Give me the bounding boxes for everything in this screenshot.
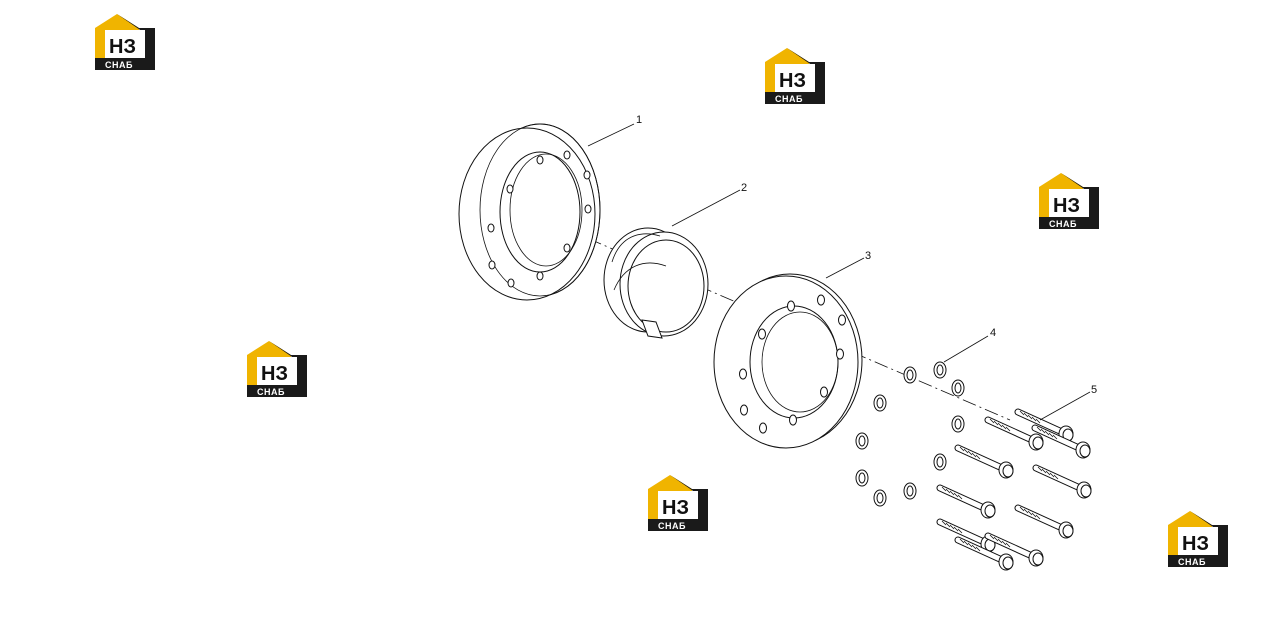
part-2-split-bushing: [603, 227, 709, 339]
watermark-logo: НЗ СНАБ: [648, 475, 708, 531]
svg-text:НЗ: НЗ: [779, 70, 806, 92]
callout-2: 2: [741, 182, 747, 194]
leader-lines: [587, 123, 1091, 421]
part-3-inner-flange-ring: [713, 273, 863, 449]
callout-3: 3: [865, 250, 871, 262]
part-5-bolts: [940, 411, 1091, 570]
watermark-logo: НЗ СНАБ: [1168, 511, 1228, 567]
svg-text:НЗ: НЗ: [662, 497, 689, 519]
svg-text:СНАБ: СНАБ: [257, 387, 285, 397]
part-1-outer-flange-ring: [458, 123, 601, 301]
watermark-logo: НЗ СНАБ: [765, 48, 825, 104]
svg-text:СНАБ: СНАБ: [1178, 557, 1206, 567]
svg-text:СНАБ: СНАБ: [105, 60, 133, 70]
part-4-washers: [855, 361, 965, 507]
svg-text:НЗ: НЗ: [1182, 533, 1209, 555]
callout-1: 1: [636, 114, 642, 126]
svg-text:СНАБ: СНАБ: [658, 521, 686, 531]
callout-5: 5: [1091, 384, 1097, 396]
callout-4: 4: [990, 327, 996, 339]
svg-text:НЗ: НЗ: [109, 36, 136, 58]
watermark-logo: НЗ СНАБ: [1039, 173, 1099, 229]
svg-text:НЗ: НЗ: [261, 363, 288, 385]
svg-text:СНАБ: СНАБ: [1049, 219, 1077, 229]
watermark-logo: НЗ СНАБ: [247, 341, 307, 397]
watermark-logo: НЗ СНАБ: [95, 14, 155, 70]
svg-text:СНАБ: СНАБ: [775, 94, 803, 104]
svg-text:НЗ: НЗ: [1053, 195, 1080, 217]
